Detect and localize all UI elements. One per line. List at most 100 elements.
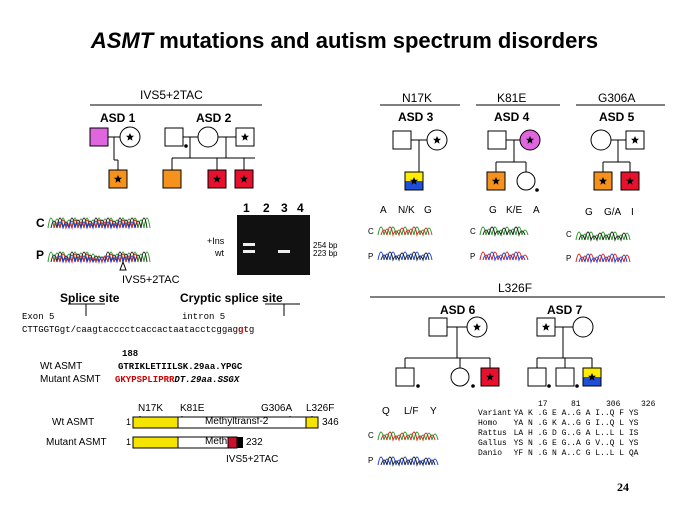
exon-label: Exon 5 xyxy=(22,312,55,322)
wt-protein-length: 346 xyxy=(322,417,339,428)
wt-protein-start: 1 xyxy=(126,417,132,427)
trace-label-p: P xyxy=(368,252,374,261)
pedigree-asd2 xyxy=(162,126,255,189)
mutant-protein-start: 1 xyxy=(126,437,132,447)
pedigree-asd3 xyxy=(392,129,448,191)
gel-lane-4: 4 xyxy=(297,201,304,215)
domain-label-g306a: G306A xyxy=(261,403,293,414)
alignment-position-17: 17 xyxy=(538,400,548,409)
family-label-asd5: ASD 5 xyxy=(599,110,635,124)
gel-lane-2: 2 xyxy=(263,201,270,215)
trace-residue-y: Y xyxy=(430,406,437,417)
alignment-sequence: YS N .G E G..A G V..Q L YS xyxy=(513,439,639,448)
gel-band xyxy=(278,250,290,253)
alignment-species: Danio xyxy=(478,449,503,458)
protein-diagram xyxy=(132,416,319,449)
wt-protein-label: Wt ASMT xyxy=(52,417,95,428)
mutant-asmt-label: Mutant ASMT xyxy=(40,374,101,385)
gel-image xyxy=(237,215,310,275)
page-number: 24 xyxy=(617,480,629,494)
domain-label-l326f: L326F xyxy=(306,403,335,414)
trace-residue-lf: L/F xyxy=(404,406,419,417)
gel-band xyxy=(243,243,255,246)
family-label-asd1: ASD 1 xyxy=(100,111,136,125)
trace-residue-nk: N/K xyxy=(398,205,415,216)
alignment-species: Rattus xyxy=(478,429,507,438)
family-label-asd3: ASD 3 xyxy=(398,110,434,124)
trace-residue-a: A xyxy=(380,205,387,216)
domain-label-n17k: N17K xyxy=(138,403,164,414)
alignment-row: Rattus LA H .G D G..G A L..L L IS xyxy=(478,429,640,439)
pedigree-asd1 xyxy=(89,126,141,189)
alignment-row: Gallus YS N .G E G..A G V..Q L YS xyxy=(478,439,640,449)
gel-size-254: 254 bp xyxy=(313,241,338,250)
trace-residue-g: G xyxy=(424,205,432,216)
slide-title: ASMT mutations and autism spectrum disor… xyxy=(90,28,599,53)
gel-band xyxy=(243,250,255,253)
pedigree-asd5 xyxy=(590,129,645,191)
trace-residue-g: G xyxy=(585,207,593,218)
family-label-asd4: ASD 4 xyxy=(494,110,530,124)
mutant-protein-sequence: GKYPSPLIPRRDT.29aa.SSGX xyxy=(115,375,240,385)
alignment-position-306: 306 xyxy=(606,400,621,409)
domain-label-k81e: K81E xyxy=(180,403,205,414)
intron-label: intron 5 xyxy=(182,312,226,322)
gel-lane-3: 3 xyxy=(281,201,288,215)
trace-label-p: P xyxy=(36,248,45,262)
trace-residue-q: Q xyxy=(382,406,390,417)
chromatogram-left xyxy=(47,217,151,271)
trace-residue-a: A xyxy=(533,205,540,216)
trace-label-p: P xyxy=(470,252,476,261)
pedigree-asd6 xyxy=(395,316,500,388)
mutation-label-n17k: N17K xyxy=(402,91,433,105)
alignment-species: Gallus xyxy=(478,439,507,448)
protein-position: 188 xyxy=(122,349,139,359)
splice-markers xyxy=(68,303,300,316)
alignment-sequence: YF N .G N A..C G L..L L QA xyxy=(513,449,639,458)
gel-label-ins: +Ins xyxy=(207,236,225,246)
gel-size-223: 223 bp xyxy=(313,249,338,258)
trace-label-c: C xyxy=(566,230,572,239)
family-label-asd6: ASD 6 xyxy=(440,303,476,317)
trace-mutation-label: IVS5+2TAC xyxy=(122,274,180,286)
alignment-position-326: 326 xyxy=(641,400,656,409)
chromatogram-right-top xyxy=(377,226,631,264)
trace-label-c: C xyxy=(368,431,374,440)
splice-site-label: Splice site xyxy=(60,291,120,305)
trace-label-p: P xyxy=(368,456,374,465)
trace-residue-ga: G/A xyxy=(604,207,622,218)
trace-label-c: C xyxy=(36,216,45,230)
trace-label-c: C xyxy=(368,227,374,236)
mutant-protein-label: Mutant ASMT xyxy=(46,437,107,448)
pedigree-asd7 xyxy=(527,316,602,388)
mutation-label-k81e: K81E xyxy=(497,91,527,105)
trace-residue-ke: K/E xyxy=(506,205,523,216)
wt-domain-name: Methyltransf-2 xyxy=(205,416,269,427)
chromatogram-right-bottom xyxy=(377,431,439,467)
trace-residue-g: G xyxy=(489,205,497,216)
family-label-asd7: ASD 7 xyxy=(547,303,583,317)
alignment-row: Danio YF N .G N A..C G L..L L QA xyxy=(478,449,640,459)
wt-protein-sequence: GTRIKLETIILSK.29aa.YPGC xyxy=(118,362,243,372)
alignment-species: Variant xyxy=(478,409,512,418)
gel-lane-1: 1 xyxy=(243,201,250,215)
mutation-label-g306a: G306A xyxy=(598,91,636,105)
mutant-protein-length: 232 xyxy=(246,437,263,448)
alignment-sequence: LA H .G D G..G A L..L L IS xyxy=(513,429,639,438)
mutant-domain-name: Meth xyxy=(205,436,228,447)
protein-mutation-label: IVS5+2TAC xyxy=(226,454,279,465)
alignment-sequence: YA N .G K A..G G I..Q L YS xyxy=(513,419,639,428)
family-label-asd2: ASD 2 xyxy=(196,111,232,125)
alignment-position-81: 81 xyxy=(571,400,581,409)
trace-label-c: C xyxy=(470,227,476,236)
cryptic-splice-site-label: Cryptic splice site xyxy=(180,291,283,305)
dna-sequence: CTTGGTGgt/caagtacccctcaccactaatacctcggag… xyxy=(22,325,255,335)
trace-residue-i: I xyxy=(631,207,634,218)
alignment-sequence: YA K .G E A..G A I..Q F YS xyxy=(513,409,639,418)
mutation-label-l326f: L326F xyxy=(498,281,533,295)
left-mutation-label: IVS5+2TAC xyxy=(140,88,203,102)
